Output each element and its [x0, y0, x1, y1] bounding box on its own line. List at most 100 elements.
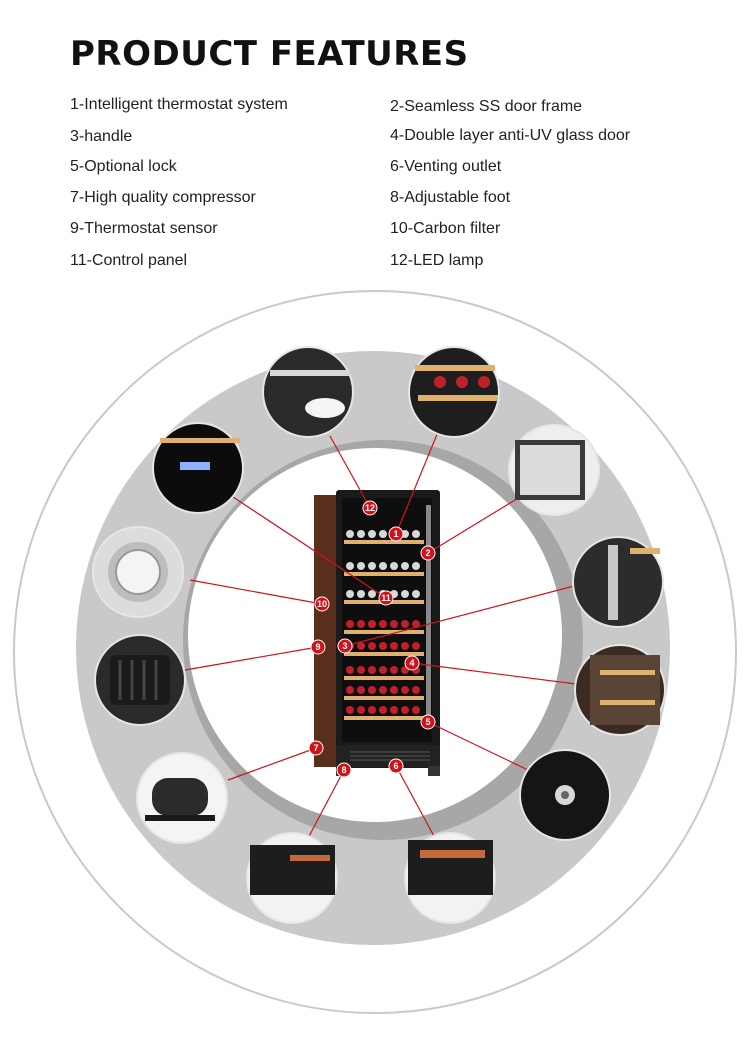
- svg-text:11: 11: [381, 593, 391, 603]
- cabinet-shelf: [344, 716, 424, 720]
- cabinet-shelf: [344, 630, 424, 634]
- cabinet-shelf: [344, 652, 424, 656]
- bottle-end: [368, 562, 376, 570]
- bottle-end: [412, 620, 420, 628]
- bottle-end: [379, 666, 387, 674]
- bottle-end: [412, 530, 420, 538]
- bottle-end: [357, 642, 365, 650]
- bottle-end: [412, 706, 420, 714]
- feature-item-6: 6-Venting outlet: [390, 158, 502, 175]
- bottle-end: [401, 686, 409, 694]
- bottle-end: [412, 686, 420, 694]
- feature-item-4: 4-Double layer anti-UV glass door: [390, 127, 631, 144]
- bottle-end: [368, 686, 376, 694]
- callout-badges: 12 1 2 11 10 3 9 4 5 7 8 6: [308, 500, 436, 778]
- svg-text:6: 6: [393, 761, 398, 771]
- bottle-end: [357, 686, 365, 694]
- feature-item-10: 10-Carbon filter: [390, 220, 501, 237]
- feature-item-9: 9-Thermostat sensor: [70, 220, 218, 237]
- bottle-end: [346, 590, 354, 598]
- thumbnail-venting-outlet-icon: [404, 832, 496, 924]
- svg-text:8: 8: [341, 765, 346, 775]
- callout-badge-9: 9: [310, 639, 326, 655]
- bottle-end: [379, 686, 387, 694]
- bottle-end: [346, 706, 354, 714]
- bottle-end: [401, 642, 409, 650]
- svg-text:12: 12: [365, 503, 375, 513]
- thumbnail-door-frame-icon: [508, 424, 600, 516]
- feature-item-1: 1-Intelligent thermostat system: [70, 96, 288, 113]
- svg-text:1: 1: [393, 529, 398, 539]
- page-title: PRODUCT FEATURES: [70, 34, 469, 74]
- thumbnail-thermostat-sensor-icon: [94, 634, 186, 726]
- bottle-end: [401, 590, 409, 598]
- callout-badge-12: 12: [362, 500, 378, 516]
- bottle-end: [379, 620, 387, 628]
- callout-badge-2: 2: [420, 545, 436, 561]
- bottle-end: [390, 686, 398, 694]
- detail-thumbnails: [92, 346, 666, 924]
- thumbnail-led-lamp-icon: [262, 346, 354, 438]
- bottle-end: [346, 666, 354, 674]
- bottle-end: [357, 666, 365, 674]
- thumbnail-glass-door-icon: [574, 644, 666, 736]
- cabinet-shelf: [344, 676, 424, 680]
- feature-item-11: 11-Control panel: [70, 252, 188, 269]
- thumbnail-thermostat-icon: [408, 346, 500, 438]
- bottle-end: [401, 562, 409, 570]
- bottle-end: [368, 666, 376, 674]
- callout-badge-7: 7: [308, 740, 324, 756]
- svg-text:7: 7: [313, 743, 318, 753]
- svg-text:3: 3: [342, 641, 347, 651]
- bottle-end: [379, 530, 387, 538]
- bottle-end: [346, 530, 354, 538]
- cabinet-shelf: [344, 696, 424, 700]
- bottle-end: [357, 530, 365, 538]
- bottle-end: [368, 620, 376, 628]
- svg-text:9: 9: [315, 642, 320, 652]
- bottle-end: [346, 562, 354, 570]
- bottle-end: [379, 642, 387, 650]
- bottle-end: [401, 620, 409, 628]
- bottle-end: [357, 590, 365, 598]
- bottle-end: [346, 686, 354, 694]
- bottle-end: [412, 590, 420, 598]
- feature-item-5: 5-Optional lock: [70, 158, 177, 175]
- bottle-end: [412, 642, 420, 650]
- bottle-end: [412, 562, 420, 570]
- callout-badge-1: 1: [388, 526, 404, 542]
- svg-text:10: 10: [317, 599, 327, 609]
- bottle-end: [368, 530, 376, 538]
- bottle-end: [390, 642, 398, 650]
- thumbnail-lock-icon: [519, 749, 611, 841]
- bottle-end: [368, 590, 376, 598]
- svg-text:4: 4: [409, 658, 414, 668]
- outer-thin-ring: [13, 290, 737, 1014]
- thumbnail-control-panel-icon: [152, 422, 244, 514]
- callout-badge-11: 11: [378, 590, 394, 606]
- cabinet-shelf: [344, 572, 424, 576]
- bottle-end: [390, 562, 398, 570]
- bottle-end: [368, 706, 376, 714]
- thumbnail-adjustable-foot-icon: [246, 832, 338, 924]
- callout-badge-5: 5: [420, 714, 436, 730]
- thumbnail-carbon-filter-icon: [92, 526, 184, 618]
- feature-item-12: 12-LED lamp: [390, 252, 484, 269]
- bottle-end: [357, 562, 365, 570]
- cabinet-shelf: [344, 540, 424, 544]
- bottle-end: [379, 562, 387, 570]
- bottle-end: [390, 666, 398, 674]
- feature-item-7: 7-High quality compressor: [70, 189, 256, 206]
- bottle-end: [346, 620, 354, 628]
- callout-badge-10: 10: [314, 596, 330, 612]
- wine-cooler-cabinet: [314, 490, 440, 776]
- bottle-end: [401, 706, 409, 714]
- svg-text:2: 2: [425, 548, 430, 558]
- feature-item-8: 8-Adjustable foot: [390, 189, 511, 206]
- callout-badge-8: 8: [336, 762, 352, 778]
- callout-badge-4: 4: [404, 655, 420, 671]
- feature-item-2: 2-Seamless SS door frame: [390, 98, 583, 115]
- feature-item-3: 3-handle: [70, 128, 133, 145]
- bottle-end: [390, 706, 398, 714]
